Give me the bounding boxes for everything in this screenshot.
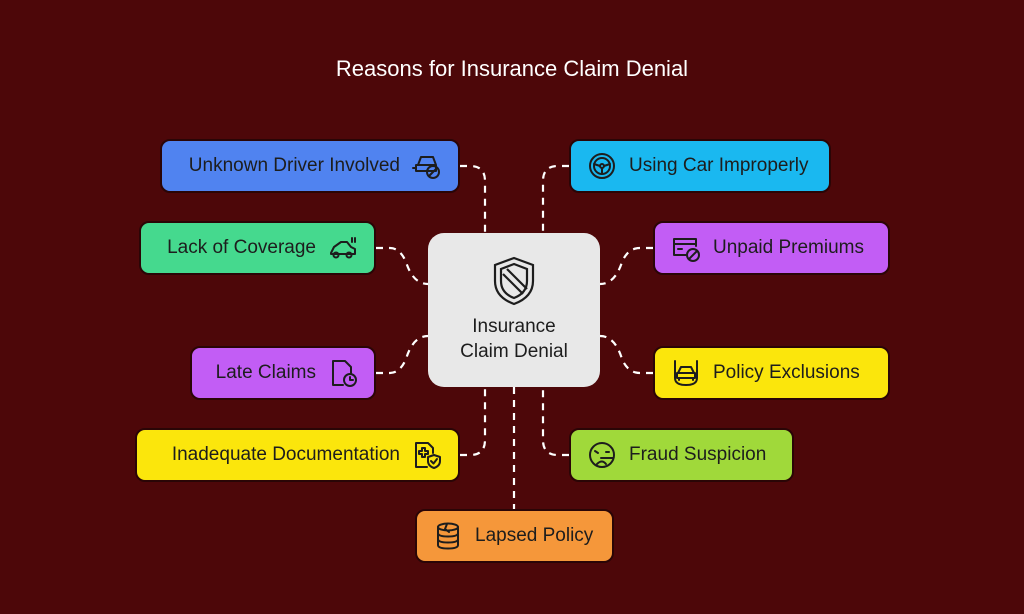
node-unpaid-premiums: Unpaid Premiums xyxy=(653,221,890,275)
node-label: Fraud Suspicion xyxy=(629,444,767,465)
connector-fraud-suspicion xyxy=(541,387,569,457)
connector-late-claims xyxy=(376,334,429,375)
steering-wheel-icon xyxy=(587,151,617,181)
node-label: Using Car Improperly xyxy=(629,155,809,176)
card-prohibited-icon xyxy=(671,233,701,263)
connector-unpaid-premiums xyxy=(599,246,653,286)
shield-icon xyxy=(428,255,600,314)
node-inadequate-documentation: Inadequate Documentation xyxy=(135,428,460,482)
connector-unknown-driver xyxy=(460,164,487,233)
medical-document-shield-icon xyxy=(412,440,442,470)
connector-inadequate-docs xyxy=(460,387,487,457)
node-label: Inadequate Documentation xyxy=(171,444,400,465)
node-label: Policy Exclusions xyxy=(713,362,860,383)
node-using-car-improperly: Using Car Improperly xyxy=(569,139,831,193)
node-label: Late Claims xyxy=(215,362,316,383)
node-lapsed-policy: Lapsed Policy xyxy=(415,509,614,563)
node-label: Lack of Coverage xyxy=(167,237,316,258)
diagram-title: Reasons for Insurance Claim Denial xyxy=(335,56,689,81)
car-shield-icon xyxy=(671,358,701,388)
lying-face-icon xyxy=(587,440,617,470)
connector-using-car xyxy=(541,164,569,233)
node-policy-exclusions: Policy Exclusions xyxy=(653,346,890,400)
car-crash-icon xyxy=(328,233,358,263)
connector-policy-exclusions xyxy=(599,334,653,375)
node-lack-of-coverage: Lack of Coverage xyxy=(139,221,376,275)
central-node: Insurance Claim Denial xyxy=(428,233,600,387)
node-label: Unknown Driver Involved xyxy=(188,155,400,176)
broken-database-icon xyxy=(433,521,463,551)
car-prohibited-icon xyxy=(412,151,442,181)
node-unknown-driver: Unknown Driver Involved xyxy=(160,139,460,193)
node-label: Lapsed Policy xyxy=(475,525,594,546)
central-label-line1: Insurance xyxy=(472,316,556,337)
node-label: Unpaid Premiums xyxy=(713,237,864,258)
node-late-claims: Late Claims xyxy=(190,346,376,400)
connector-lack-coverage xyxy=(376,246,429,286)
node-fraud-suspicion: Fraud Suspicion xyxy=(569,428,794,482)
central-label-line2: Claim Denial xyxy=(460,341,568,362)
document-clock-icon xyxy=(328,358,358,388)
